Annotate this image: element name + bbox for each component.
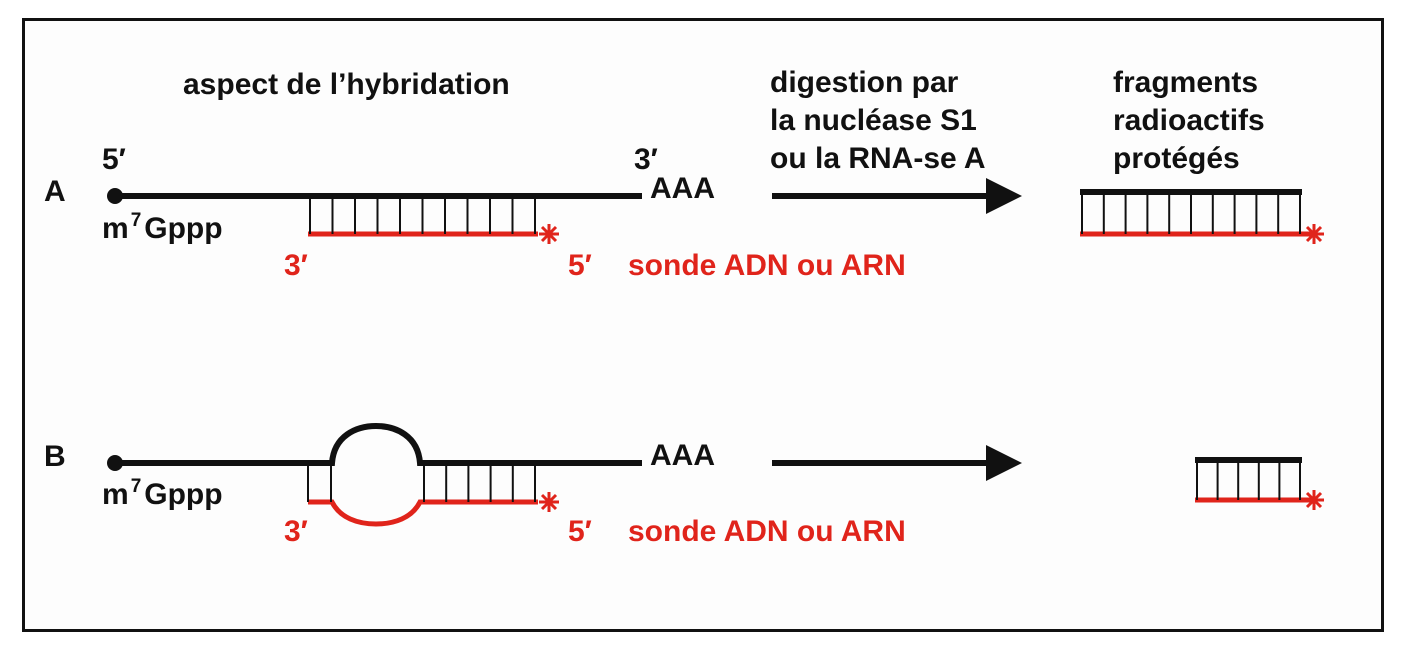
panel-b-radiolabel-star xyxy=(539,492,559,512)
panel-b-base-pairs-left xyxy=(307,463,332,502)
panel-b-mrna-loop xyxy=(115,422,642,466)
panel-a-3prime: 3′ xyxy=(634,143,658,176)
panel-b-label: B xyxy=(44,440,66,473)
panel-b-base-pairs-right xyxy=(423,463,536,502)
panel-b-mrna xyxy=(107,422,642,471)
panel-a-probe xyxy=(308,196,559,244)
panel-b-probe-3prime: 3′ xyxy=(284,515,308,548)
digestion-line-3: ou la RNA-se A xyxy=(770,142,986,175)
digestion-line-2: la nucléase S1 xyxy=(770,104,977,137)
panel-a-polya: AAA xyxy=(650,172,715,205)
panel-b-polya: AAA xyxy=(650,439,715,472)
panel-a-probe-label: sonde ADN ou ARN xyxy=(628,249,906,282)
hybridation-heading: aspect de l’hybridation xyxy=(183,68,510,101)
digestion-line-1: digestion par xyxy=(770,66,959,99)
panel-a-probe-3prime: 3′ xyxy=(284,249,308,282)
panel-a-radiolabel-star xyxy=(539,224,559,244)
figure-frame xyxy=(22,18,1384,632)
panel-a-label: A xyxy=(44,175,66,208)
fragments-line-3: protégés xyxy=(1113,142,1240,175)
panel-b-probe xyxy=(307,463,559,527)
panel-a-5prime: 5′ xyxy=(102,143,126,176)
panel-b-probe-5prime: 5′ xyxy=(568,515,592,548)
panel-b-protected-fragment xyxy=(1195,457,1324,510)
panel-b-probe-label: sonde ADN ou ARN xyxy=(628,515,906,548)
panel-b-probe-loop xyxy=(308,499,538,527)
panel-a-mrna xyxy=(107,188,642,204)
fragments-line-2: radioactifs xyxy=(1113,104,1265,137)
fragments-line-1: fragments xyxy=(1113,66,1259,99)
panel-a-base-pairs xyxy=(309,196,536,234)
panel-a-probe-5prime: 5′ xyxy=(568,249,592,282)
panel-a-protected-fragment xyxy=(1080,189,1324,244)
